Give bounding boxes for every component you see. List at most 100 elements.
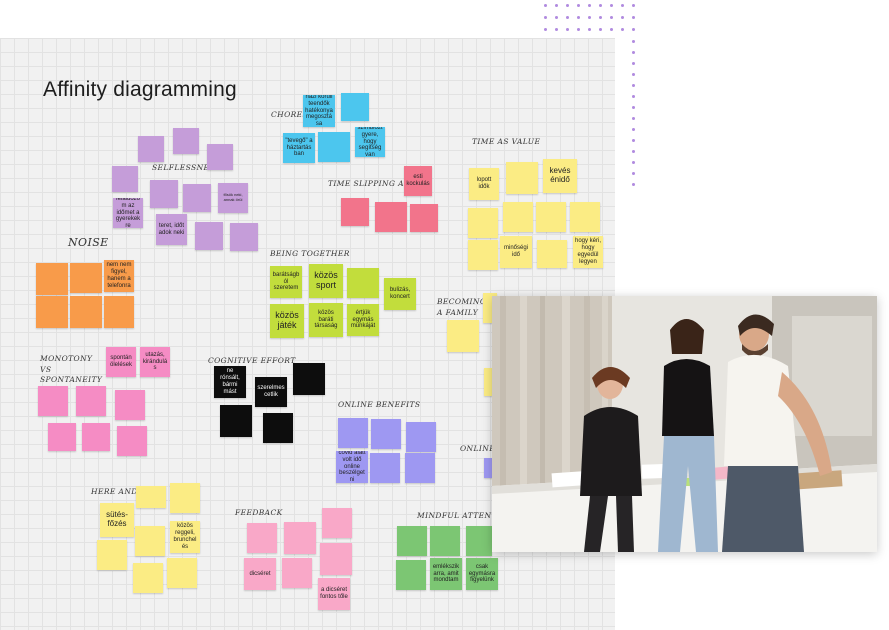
sticky-note (97, 540, 127, 570)
sticky-note (537, 240, 567, 268)
sticky-note (536, 202, 566, 232)
sticky-note: közös reggeli, brunchelés (170, 521, 200, 553)
sticky-note (138, 136, 164, 162)
label-online-benefits: ONLINE BENEFITS (338, 400, 421, 409)
decorative-dot (632, 51, 635, 54)
sticky-note (117, 426, 147, 456)
decorative-dot (566, 4, 569, 7)
sticky-note: közös baráti társaság (309, 303, 343, 337)
decorative-dot (577, 4, 580, 7)
sticky-note: covid alatt volt idő online beszélgetni (336, 451, 368, 483)
sticky-note: szimbiózt gyere, hogy segítség van (355, 127, 385, 157)
decorative-dot (610, 28, 613, 31)
sticky-note: csak egymásra figyelünk (466, 558, 498, 590)
sticky-note (322, 508, 352, 538)
sticky-note (570, 202, 600, 232)
sticky-note (76, 386, 106, 416)
sticky-note (207, 144, 233, 170)
sticky-note: értjük egymás munkáját (347, 304, 379, 336)
decorative-dot (544, 16, 547, 19)
sticky-note: házi körüli teendők hatékonya megosztása (303, 95, 335, 127)
sticky-note: a dicséret fontos tőle (318, 578, 350, 610)
label-chores: CHORES (271, 110, 309, 119)
sticky-note: "tevegő" a háztartásban (283, 133, 315, 163)
decorative-dot (599, 4, 602, 7)
label-online-a: ONLINE A (460, 444, 504, 453)
decorative-dot (555, 28, 558, 31)
decorative-dot (555, 4, 558, 7)
label-monotony-vs-spontaneity: MONOTONY VS SPONTANEITY (40, 354, 103, 384)
sticky-note (293, 363, 325, 395)
decorative-dot (555, 16, 558, 19)
sticky-note (48, 423, 76, 451)
sticky-note (371, 419, 401, 449)
label-noise: NOISE (68, 236, 109, 249)
decorative-dot (621, 4, 624, 7)
sticky-note (282, 558, 312, 588)
decorative-dot (632, 106, 635, 109)
sticky-note: fősök neki, annak örül (218, 183, 248, 213)
label-time-slipping-away: TIME SLIPPING AWAY (328, 179, 423, 188)
decorative-dot (632, 128, 635, 131)
sticky-note (506, 162, 538, 194)
decorative-dot (599, 16, 602, 19)
decorative-dot (610, 4, 613, 7)
sticky-note (318, 132, 350, 162)
sticky-note (406, 422, 436, 452)
sticky-note (468, 208, 498, 238)
sticky-note (347, 268, 379, 298)
sticky-note (396, 560, 426, 590)
sticky-note (195, 222, 223, 250)
label-here-and-now: HERE AND NOW (91, 487, 163, 496)
sticky-note: utazás, kirándulás (140, 347, 170, 377)
sticky-note (484, 368, 494, 396)
label-time-as-value: TIME AS VALUE (472, 137, 541, 146)
sticky-note (70, 263, 102, 293)
sticky-note: bulizás, koncert (384, 278, 416, 310)
decorative-dot (632, 40, 635, 43)
sticky-note (170, 483, 200, 513)
decorative-dot (599, 28, 602, 31)
sticky-note (405, 453, 435, 483)
sticky-note: feláldozom az időmet a gyerekekre (113, 198, 143, 228)
board-title: Affinity diagramming (43, 78, 237, 101)
sticky-note (284, 522, 316, 554)
decorative-dot (632, 117, 635, 120)
sticky-note: nem nem figyel, hanem a telefonra (104, 260, 134, 292)
sticky-note: ne rónsált, bármi mást (214, 366, 246, 398)
decorative-dot (544, 4, 547, 7)
sticky-note (173, 128, 199, 154)
sticky-note (183, 184, 211, 212)
decorative-dot (632, 95, 635, 98)
label-feedback: FEEDBACK (235, 508, 283, 517)
sticky-note: emlékszik arra, amit mondtam (430, 558, 462, 590)
sticky-note: barátságból szeretem (270, 266, 302, 298)
sticky-note (36, 296, 68, 328)
sticky-note (167, 558, 197, 588)
decorative-dot (632, 16, 635, 19)
decorative-dot (632, 28, 635, 31)
sticky-note (503, 202, 533, 232)
sticky-note (230, 223, 258, 251)
decorative-dot (621, 28, 624, 31)
sticky-note (447, 320, 479, 352)
sticky-note (136, 486, 166, 508)
sticky-note (133, 563, 163, 593)
sticky-note: lopott idők (469, 168, 499, 200)
label-selflessness: SELFLESSNESS (152, 163, 221, 172)
sticky-note: teret, időt adok neki (156, 214, 187, 245)
decorative-dot (588, 4, 591, 7)
sticky-note (38, 386, 68, 416)
sticky-note: kevés énidő (543, 159, 577, 193)
decorative-dot (632, 73, 635, 76)
sticky-note (247, 523, 277, 553)
decorative-dot (632, 84, 635, 87)
decorative-dot (577, 28, 580, 31)
label-being-together: BEING TOGETHER (270, 249, 350, 258)
decorative-dot (577, 16, 580, 19)
decorative-dot (588, 28, 591, 31)
decorative-dot (621, 16, 624, 19)
sticky-note: közös játék (270, 304, 304, 338)
sticky-note: hogy kéri, hogy egyedül legyen (573, 236, 603, 268)
sticky-note (82, 423, 110, 451)
